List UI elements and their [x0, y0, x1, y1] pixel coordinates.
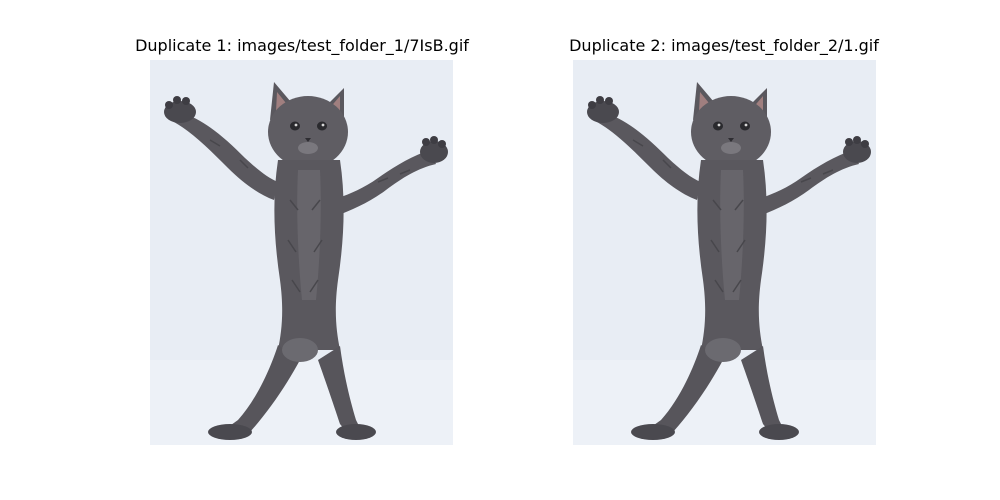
cat-image [150, 60, 453, 445]
panel-title: Duplicate 1: images/test_folder_1/7IsB.g… [135, 36, 469, 55]
cat-image [573, 60, 876, 445]
panel-title: Duplicate 2: images/test_folder_2/1.gif [569, 36, 879, 55]
dancing-cat-icon [150, 60, 453, 445]
duplicate-panel-1: Duplicate 1: images/test_folder_1/7IsB.g… [92, 30, 512, 450]
duplicate-panel-2: Duplicate 2: images/test_folder_2/1.gif [514, 30, 934, 450]
dancing-cat-icon [573, 60, 876, 445]
